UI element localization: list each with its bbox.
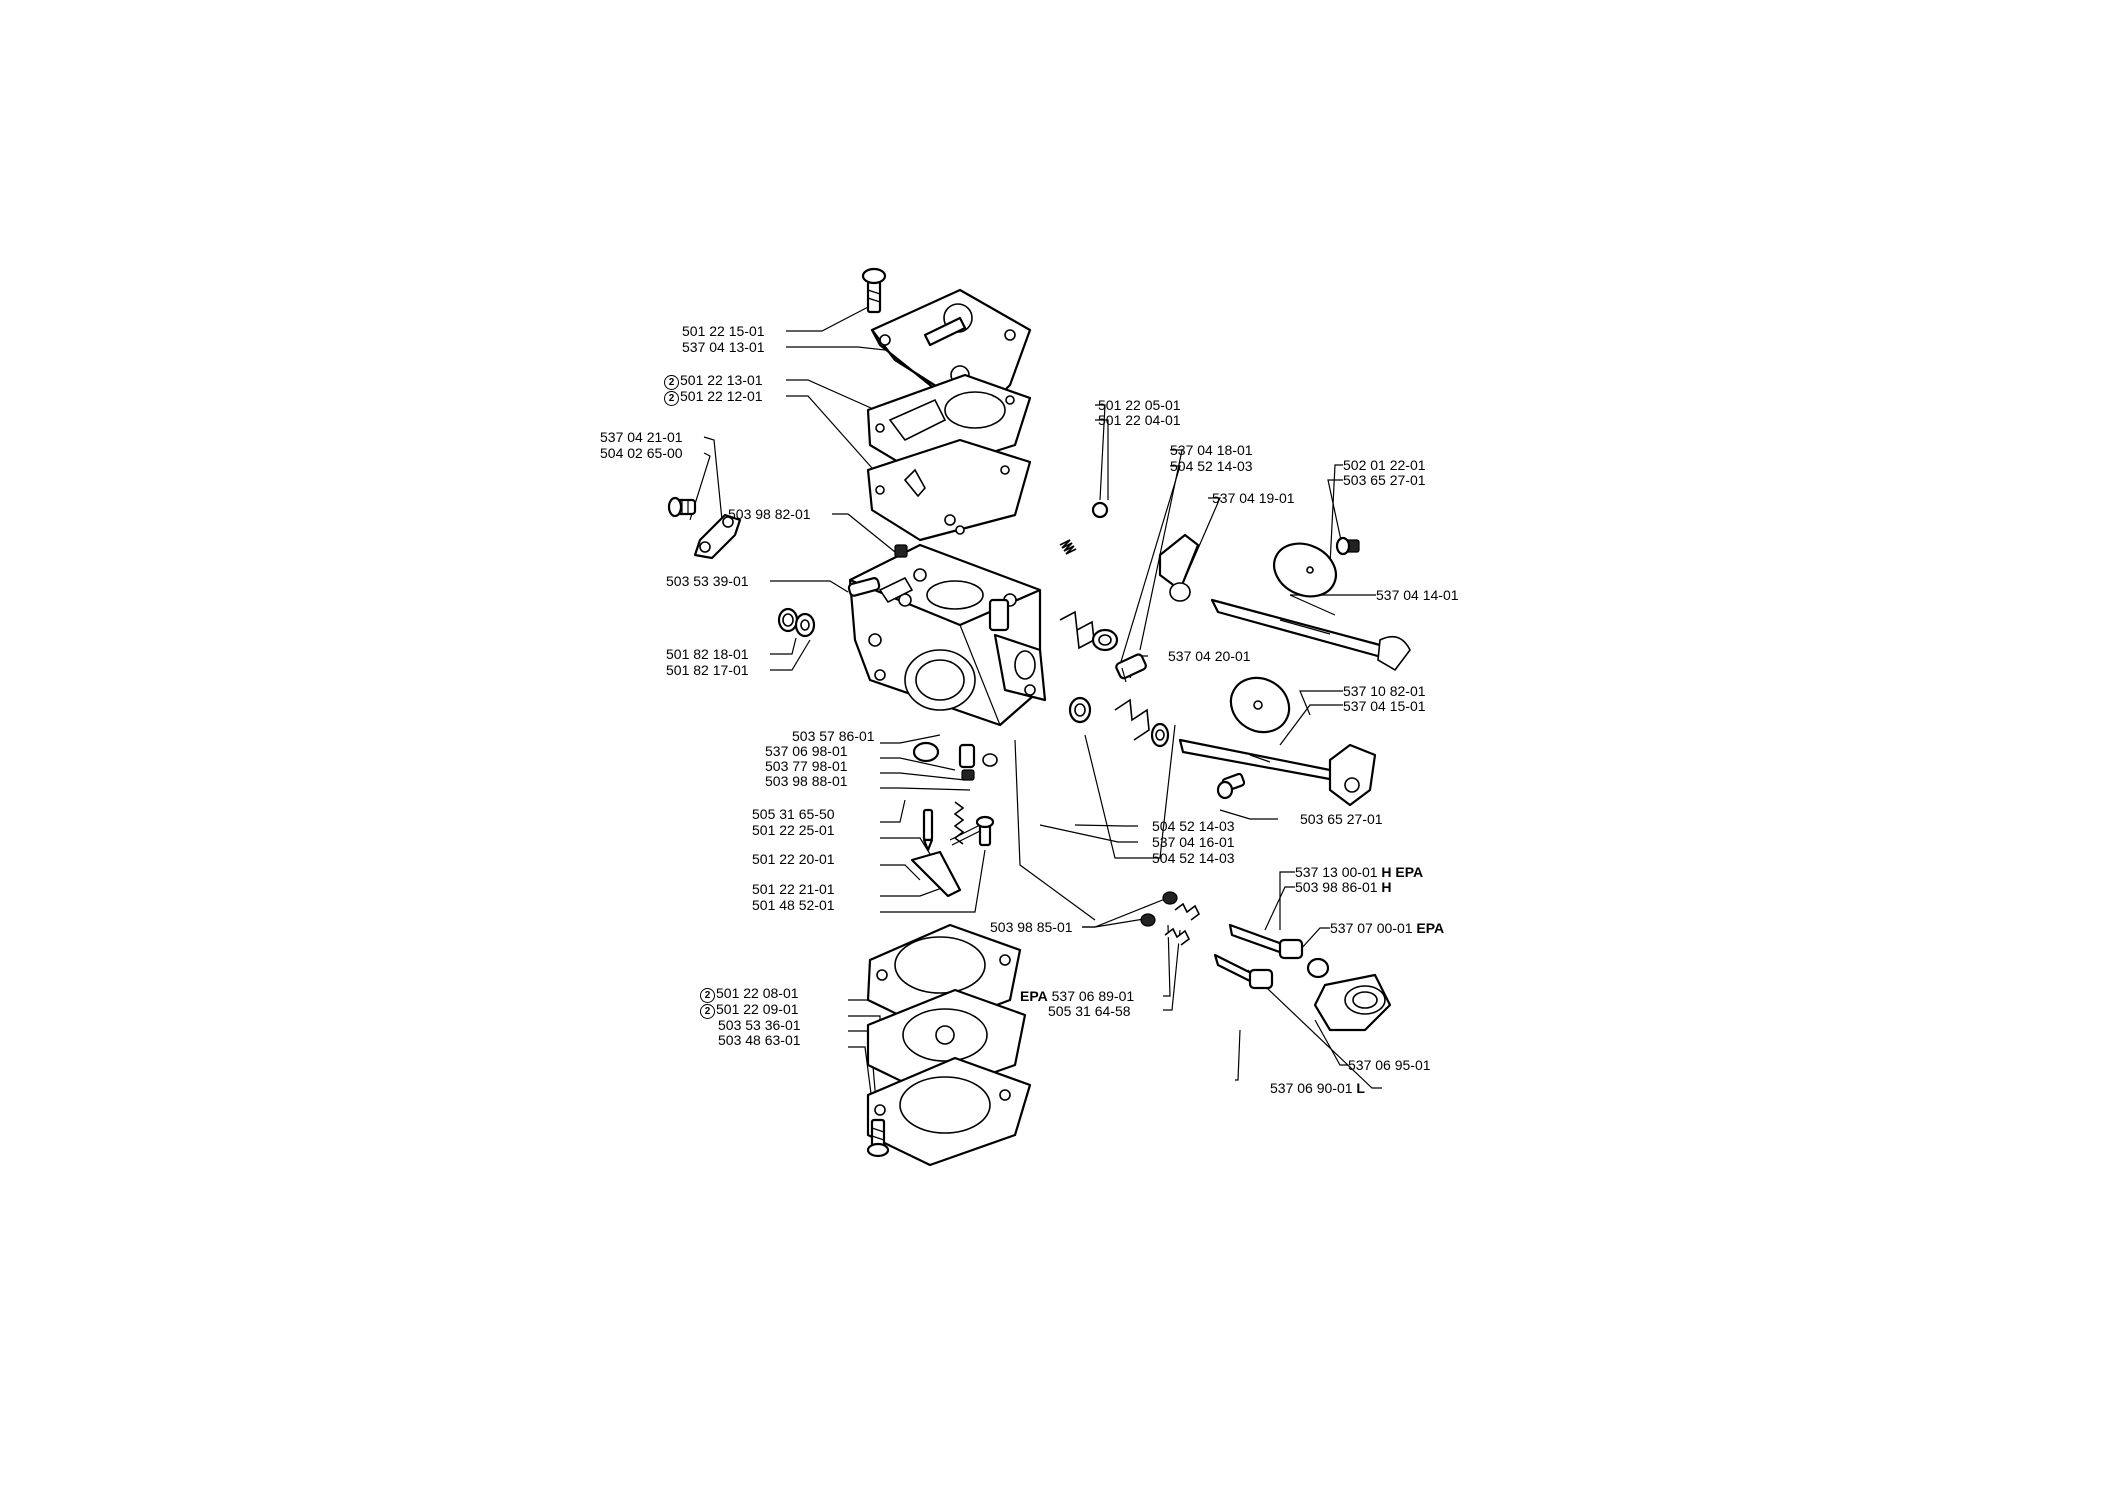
note-2-mark: 2	[664, 391, 679, 406]
callout-503-98-82-01: 503 98 82-01	[728, 506, 811, 522]
callout-501-82-18-01: 501 82 18-01	[666, 646, 749, 662]
cover-screw	[861, 267, 887, 314]
callout-537-10-82-01: 537 10 82-01	[1343, 683, 1426, 699]
callout-503-65-27-01-b: 503 65 27-01	[1300, 811, 1383, 827]
callout-503-98-85-01: 503 98 85-01	[990, 919, 1073, 935]
choke-spring-group	[1059, 610, 1119, 652]
throttle-disc-screw	[1216, 772, 1246, 800]
metering-cover	[866, 1056, 1032, 1167]
carburetor-body	[847, 543, 1047, 727]
callout-537-04-21-01: 537 04 21-01	[600, 429, 683, 445]
callout-501-48-52-01: 501 48 52-01	[752, 897, 835, 913]
callout-503-98-88-01: 503 98 88-01	[765, 773, 848, 789]
callout-537-06-90-01: 537 06 90-01 L	[1270, 1080, 1365, 1096]
note-2-mark: 2	[700, 988, 715, 1003]
callout-501-22-20-01: 501 22 20-01	[752, 851, 835, 867]
inlet-needle	[922, 808, 934, 852]
callout-537-06-98-01: 537 06 98-01	[765, 743, 848, 759]
leader-lines	[689, 304, 1382, 1149]
throttle-shaft	[1178, 738, 1377, 807]
throttle-springs	[1068, 696, 1170, 748]
callout-537-04-14-01: 537 04 14-01	[1376, 587, 1459, 603]
callout-537-04-19-01: 537 04 19-01	[1212, 490, 1295, 506]
callout-501-82-17-01: 501 82 17-01	[666, 662, 749, 678]
lever-screw	[975, 815, 995, 847]
adjusting-cap	[1313, 973, 1392, 1032]
callout-504-52-14-03-c: 504 52 14-03	[1152, 850, 1235, 866]
metering-spring	[953, 801, 965, 845]
needle-seals	[1140, 891, 1201, 946]
callout-537-06-89-01: EPA 537 06 89-01	[1020, 988, 1135, 1004]
callout-537-04-20-01: 537 04 20-01	[1168, 648, 1251, 664]
callout-501-22-04-01: 501 22 04-01	[1098, 412, 1181, 428]
screen-and-washer	[777, 607, 816, 638]
throttle-screw-part	[1115, 653, 1147, 683]
choke-lever	[1158, 533, 1200, 602]
left-bracket-group	[667, 496, 742, 560]
limiter-cap	[1306, 957, 1330, 979]
callout-503-77-98-01: 503 77 98-01	[765, 758, 848, 774]
callout-503-53-36-01: 503 53 36-01	[718, 1017, 801, 1033]
callout-505-31-65-50: 505 31 65-50	[752, 806, 835, 822]
pump-cover-group	[861, 267, 1032, 542]
callout-504-02-65-00: 504 02 65-00	[600, 445, 683, 461]
needle-h	[1228, 923, 1304, 960]
callout-537-13-00-01: 537 13 00-01 H EPA	[1295, 864, 1424, 880]
callout-501-22-15-01: 501 22 15-01	[682, 323, 765, 339]
cover-bottom-screw	[866, 1118, 890, 1158]
callout-537-06-95-01: 537 06 95-01	[1348, 1057, 1431, 1073]
callout-503-65-27-01: 503 65 27-01	[1343, 472, 1426, 488]
callout-504-52-14-03-b: 504 52 14-03	[1152, 818, 1235, 834]
check-valve	[894, 544, 908, 558]
callout-503-57-86-01: 503 57 86-01	[792, 728, 875, 744]
ball-and-spring	[1059, 501, 1109, 555]
callout-501-22-05-01: 501 22 05-01	[1098, 397, 1181, 413]
callout-537-07-00-01: 537 07 00-01 EPA	[1330, 920, 1445, 936]
callout-503-53-39-01: 503 53 39-01	[666, 573, 749, 589]
callout-537-04-13-01: 537 04 13-01	[682, 339, 765, 355]
metering-plug-and-screws	[912, 741, 998, 781]
callout-501-22-25-01: 501 22 25-01	[752, 822, 835, 838]
callout-537-04-15-01: 537 04 15-01	[1343, 698, 1426, 714]
callout-501-22-21-01: 501 22 21-01	[752, 881, 835, 897]
callout-502-01-22-01: 502 01 22-01	[1343, 457, 1426, 473]
pump-gasket	[866, 438, 1032, 542]
callout-504-52-14-03: 504 52 14-03	[1170, 458, 1253, 474]
callout-503-48-63-01: 503 48 63-01	[718, 1032, 801, 1048]
callout-505-31-64-58: 505 31 64-58	[1048, 1003, 1131, 1019]
note-2-mark: 2	[700, 1004, 715, 1019]
callout-503-98-86-01: 503 98 86-01 H	[1295, 879, 1392, 895]
note-2-mark: 2	[664, 375, 679, 390]
throttle-valve-disc	[1229, 676, 1291, 734]
choke-valve-disc	[1273, 536, 1360, 598]
callout-537-04-18-01: 537 04 18-01	[1170, 442, 1253, 458]
needle-l	[1213, 953, 1274, 990]
choke-shaft	[1210, 598, 1411, 672]
callout-537-04-16-01: 537 04 16-01	[1152, 834, 1235, 850]
